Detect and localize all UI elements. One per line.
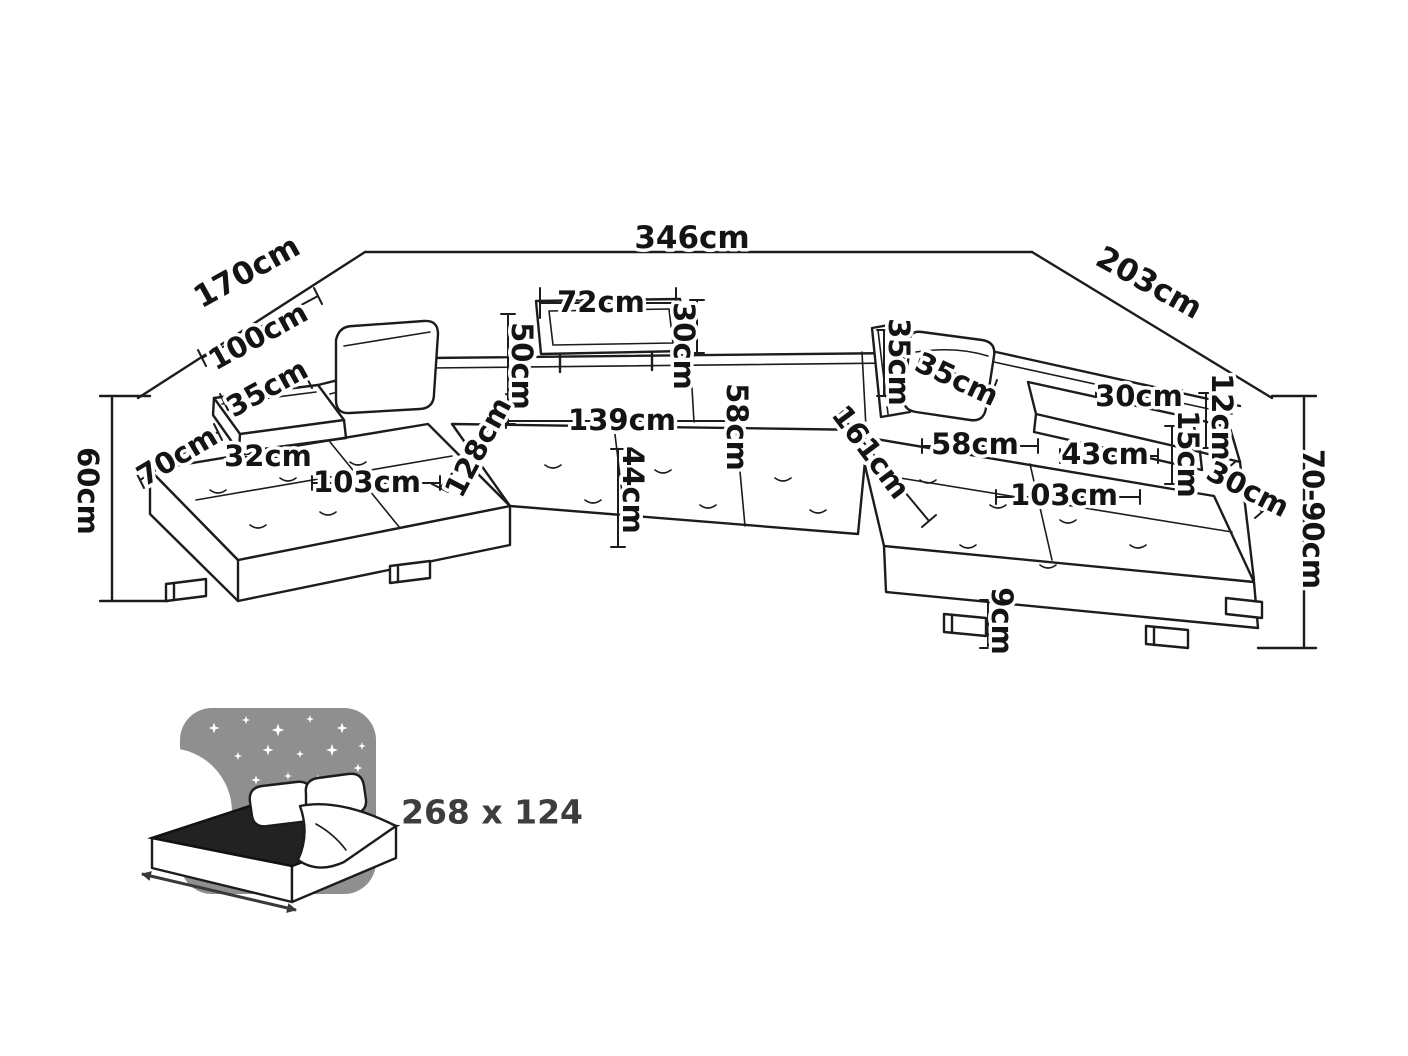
- leader-44: [610, 448, 626, 548]
- dim-chaise-left-length: 103cm: [313, 465, 421, 499]
- leader-103-right: [995, 489, 1141, 505]
- leader-35-left: [219, 371, 313, 411]
- leader-12: [1198, 392, 1214, 449]
- leader-30-headrest: [689, 299, 705, 354]
- leader-15: [1164, 425, 1180, 485]
- leader-30-corner: [1220, 461, 1270, 519]
- leader-32: [227, 449, 309, 465]
- sleeping-area-size: 268 x 124: [401, 793, 583, 832]
- dim-depth-right: 203cm: [1090, 239, 1208, 326]
- leader-35-vertical-right: [876, 329, 892, 397]
- right-chaise: [856, 434, 1260, 630]
- leader-58-right: [921, 438, 1039, 454]
- leader-50: [500, 313, 516, 425]
- dim-leg-height: 9cm: [985, 587, 1019, 655]
- dim-headrest-height: 30cm: [667, 302, 701, 390]
- dim-seat-right-depth: 58cm: [931, 427, 1019, 461]
- dim-arm-left-front-width: 32cm: [224, 439, 312, 473]
- leader-30-right: [1095, 389, 1183, 405]
- dim-total-height: 70-90cm: [1296, 449, 1330, 589]
- leader-35-right: [916, 351, 998, 397]
- right-pillow: [902, 330, 996, 422]
- frame-left-vertical: [98, 394, 170, 603]
- dim-arm-right-length: 43cm: [1061, 437, 1149, 471]
- leader-58-middle: [730, 392, 746, 463]
- leader-72: [539, 287, 677, 319]
- unfold-arrow: [141, 871, 297, 913]
- dimension-frame: [98, 250, 1318, 650]
- dim-backrest-height: 50cm: [505, 322, 539, 410]
- left-pillow-seam: [343, 331, 431, 347]
- sleeping-function-icon: 268 x 124: [104, 708, 583, 913]
- frame-right-diagonal: [1030, 250, 1274, 400]
- dim-arm-right-edge: 12cm: [1205, 373, 1239, 461]
- frame-left-diagonal: [136, 250, 367, 400]
- dim-arm-right-width: 30cm: [1095, 379, 1183, 413]
- dim-seat-height: 60cm: [71, 447, 105, 535]
- dim-chaise-right-length: 103cm: [1010, 478, 1118, 512]
- leader-9: [979, 599, 997, 649]
- bed-blanket-fold: [315, 823, 347, 851]
- dim-total-width: 346cm: [634, 220, 749, 256]
- dim-seat-middle-width: 139cm: [568, 403, 676, 437]
- leader-70: [135, 423, 223, 489]
- leader-161: [832, 407, 937, 528]
- right-pillow-seam: [915, 348, 989, 357]
- middle-seats: [450, 422, 870, 536]
- dim-seat-middle-depth: 58cm: [720, 383, 754, 471]
- dim-back-right-width: 35cm: [882, 318, 916, 406]
- leader-100: [197, 287, 323, 367]
- right-headrest-slab: [870, 321, 912, 419]
- sofa-drawing: [148, 297, 1264, 650]
- bed-blanket: [296, 803, 398, 869]
- leader-43: [1059, 448, 1159, 464]
- frame-right-vertical: [1256, 394, 1318, 650]
- right-armrest: [1026, 380, 1256, 582]
- dim-seat-front-depth: 44cm: [616, 446, 650, 534]
- dimension-lines: [135, 287, 1270, 649]
- headrest: [534, 297, 687, 374]
- dim-arm-right-inner: 15cm: [1171, 410, 1205, 498]
- bed: [147, 772, 401, 904]
- left-armrest: [211, 383, 348, 454]
- sofa-legs: [164, 559, 1264, 650]
- left-pillow: [334, 319, 440, 415]
- dim-headrest-width: 72cm: [557, 285, 645, 319]
- quilting-seams: [209, 461, 1147, 569]
